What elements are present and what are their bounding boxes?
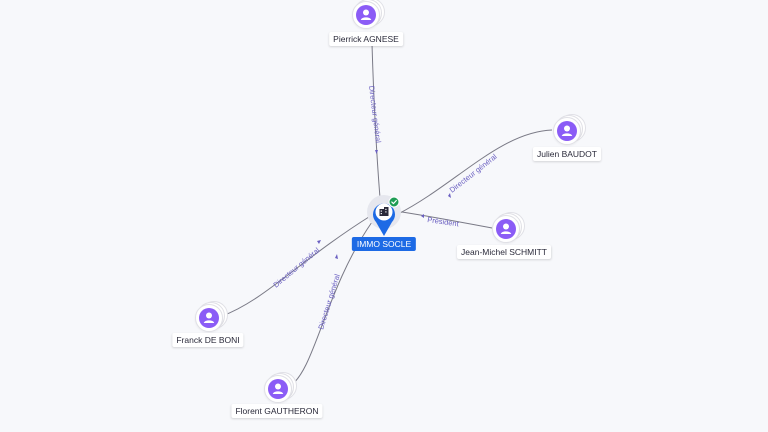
check-badge-icon — [388, 196, 400, 208]
edge-julien-baudot — [397, 129, 553, 215]
user-icon — [203, 312, 215, 323]
arrow-icon — [317, 240, 321, 244]
edge-label-jean-michel-schmitt: Président — [427, 215, 461, 228]
edge-label-pierrick-agnese: Directeur général — [367, 85, 383, 144]
person-name-label[interactable]: Franck DE BONI — [172, 333, 244, 347]
arrow-icon — [448, 193, 451, 198]
person-name-label[interactable]: Florent GAUTHERON — [231, 404, 323, 418]
user-icon — [272, 383, 284, 394]
building-icon — [379, 207, 389, 216]
arrow-icon — [421, 214, 424, 218]
avatar[interactable] — [264, 375, 292, 403]
avatar[interactable] — [553, 117, 581, 145]
edge-pierrick-agnese — [371, 43, 381, 199]
person-name-label[interactable]: Pierrick AGNESE — [329, 32, 403, 46]
arrow-icon — [375, 150, 378, 154]
arrow-icon — [335, 254, 338, 259]
edge-franck-de-boni — [221, 214, 373, 317]
edge-label-florent-gautheron: Directeur général — [316, 273, 342, 331]
avatar[interactable] — [352, 1, 380, 29]
avatar[interactable] — [195, 304, 223, 332]
user-icon — [561, 125, 573, 136]
user-icon — [360, 9, 372, 20]
avatar[interactable] — [492, 215, 520, 243]
user-icon — [500, 223, 512, 234]
edge-label-julien-baudot: Directeur général — [448, 152, 499, 195]
person-name-label[interactable]: Jean-Michel SCHMITT — [457, 245, 551, 259]
edge-label-franck-de-boni: Directeur général — [272, 245, 322, 289]
company-node[interactable] — [366, 194, 402, 238]
location-pin-icon — [367, 195, 401, 236]
company-name-label[interactable]: IMMO SOCLE — [351, 237, 417, 251]
person-name-label[interactable]: Julien BAUDOT — [533, 147, 601, 161]
edge-jean-michel-schmitt — [401, 211, 493, 229]
